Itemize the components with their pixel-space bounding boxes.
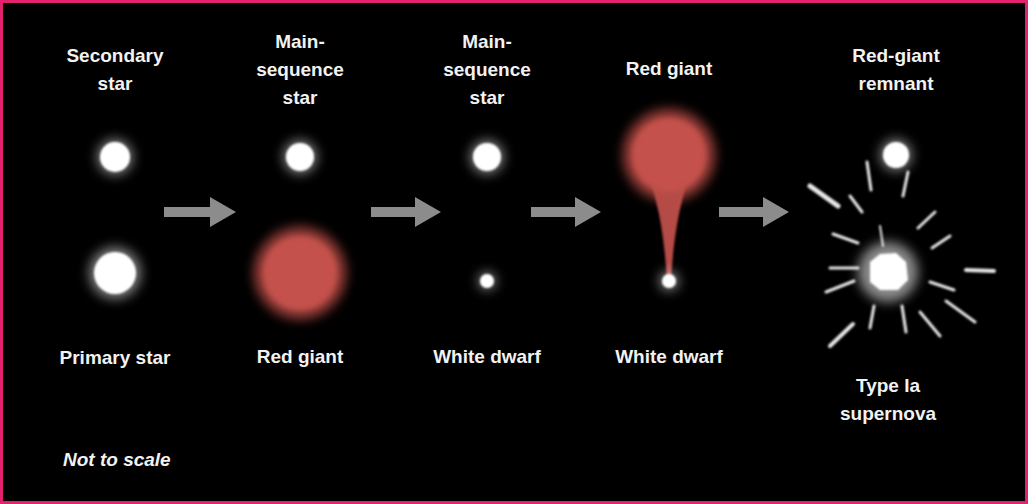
star-label: Main- sequence star — [250, 28, 350, 112]
star-label: Type Ia supernova — [823, 372, 953, 428]
star-node: Red giant — [604, 55, 734, 83]
star-node: Main- sequence star — [250, 28, 350, 112]
star-node: White dwarf — [412, 343, 562, 371]
star-node: Primary star — [50, 344, 180, 372]
star-label: Red giant — [604, 55, 734, 83]
star-node: Red-giant remnant — [831, 42, 961, 98]
star-label: White dwarf — [594, 343, 744, 371]
note: Not to scale — [63, 449, 171, 471]
supernova-burst — [810, 162, 994, 346]
star-label: Main- sequence star — [437, 28, 537, 112]
star-node: White dwarf — [594, 343, 744, 371]
star-label: Secondary star — [50, 42, 180, 98]
stars — [89, 109, 912, 319]
supernova-core — [858, 242, 918, 302]
star-label: Primary star — [50, 344, 180, 372]
star-label: Red giant — [235, 343, 365, 371]
star-label: Red-giant remnant — [831, 42, 961, 98]
star-node: Red giant — [235, 343, 365, 371]
star-node: Secondary star — [50, 42, 180, 98]
star-label: White dwarf — [412, 343, 562, 371]
star-node: Main- sequence star — [437, 28, 537, 112]
stage-arrows — [164, 197, 789, 227]
star-node: Type Ia supernova — [823, 372, 953, 428]
